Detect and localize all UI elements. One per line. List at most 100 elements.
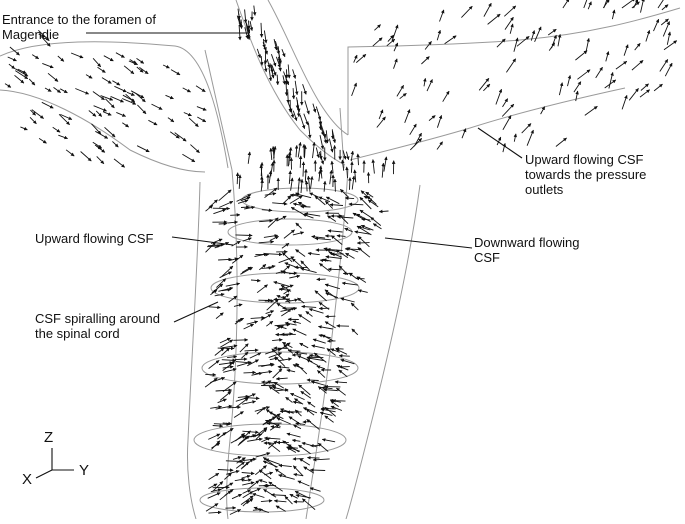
canal-left-wall [187,182,200,519]
velocity-arrow [405,110,410,123]
velocity-arrow [218,399,227,403]
velocity-arrow [283,75,285,84]
velocity-arrow [293,459,304,460]
velocity-arrow [299,314,311,322]
velocity-arrow [228,407,241,408]
velocity-arrow [337,365,349,370]
velocity-arrow [274,501,286,502]
velocity-arrow [131,91,144,98]
velocity-arrow [116,53,125,58]
label-magendie: Entrance to the foramen of Magendie [2,12,156,42]
velocity-arrow [261,501,272,502]
velocity-arrow [279,465,292,466]
velocity-arrow [333,401,346,402]
velocity-arrow [313,339,326,343]
velocity-arrow [357,277,366,283]
label-downward: Downward flowing CSF [474,235,580,265]
velocity-arrow [245,9,246,23]
velocity-arrow [368,200,378,207]
velocity-arrow [293,88,294,99]
velocity-arrow [58,56,64,61]
velocity-arrow [219,201,233,207]
velocity-arrow [514,134,516,142]
velocity-arrow [392,25,398,40]
velocity-arrow [307,419,320,429]
velocity-arrow [148,120,157,125]
velocity-arrow [226,471,239,475]
velocity-arrow [261,23,262,37]
velocity-arrow [612,10,614,19]
velocity-arrow [275,357,285,367]
velocity-arrow [296,250,306,257]
velocity-arrow [283,441,292,448]
velocity-arrow [81,152,92,162]
velocity-arrow [654,84,662,91]
velocity-arrow [60,89,67,93]
velocity-arrow [163,65,169,68]
velocity-arrow [209,473,219,479]
velocity-arrow [317,370,325,377]
velocity-arrow [97,156,104,163]
velocity-arrow [286,397,293,402]
velocity-arrow [127,92,135,95]
velocity-arrow [394,43,398,51]
velocity-arrow [295,81,297,95]
velocity-arrow [206,242,216,252]
velocity-arrow [267,59,270,68]
velocity-arrow [289,417,301,425]
velocity-arrow [86,75,92,79]
velocity-arrow [318,326,332,329]
velocity-arrow [664,41,677,50]
velocity-arrow [302,306,317,307]
velocity-arrow [350,178,351,190]
velocity-arrow [45,88,51,92]
velocity-arrow [379,110,383,119]
velocity-arrow [319,170,320,181]
velocity-arrow [205,378,217,387]
velocity-arrow [517,36,529,46]
velocity-arrow [293,321,301,323]
velocity-arrow [244,324,254,329]
velocity-arrow [66,150,74,156]
velocity-arrow [250,21,252,31]
velocity-arrow [663,22,669,37]
velocity-arrow [352,329,358,335]
velocity-arrow [219,190,232,201]
velocity-arrow [305,146,306,159]
velocity-arrow [646,30,650,41]
velocity-arrow [291,178,293,191]
velocity-arrow [345,198,354,199]
velocity-arrow [89,111,96,117]
velocity-arrow [293,111,296,121]
velocity-arrow [126,94,135,102]
velocity-arrow [328,231,343,232]
velocity-arrow [255,371,272,373]
velocity-arrow [32,55,39,59]
velocity-arrow [504,6,516,16]
velocity-arrow [437,30,440,40]
velocity-arrow [232,494,242,498]
velocity-arrow [71,53,83,58]
velocity-arrow [298,481,310,486]
canal-ring-6 [200,488,324,512]
velocity-arrow [322,439,335,442]
velocity-arrow [484,3,491,16]
velocity-arrow [384,157,387,172]
velocity-arrow [259,470,271,479]
velocity-arrow [606,52,609,62]
velocity-arrow [382,163,383,178]
velocity-arrow [497,39,505,47]
velocity-arrow [244,372,256,373]
velocity-arrow [307,181,308,191]
velocity-arrow [241,207,249,208]
velocity-arrow [336,349,344,350]
velocity-arrow [301,207,311,208]
velocity-arrow [32,110,44,119]
velocity-arrow [175,133,187,142]
velocity-arrow [387,39,395,46]
velocity-arrow [293,232,304,235]
velocity-arrow [296,145,297,157]
velocity-arrow [245,350,259,351]
velocity-arrow [137,58,144,63]
velocity-arrow [270,236,279,240]
